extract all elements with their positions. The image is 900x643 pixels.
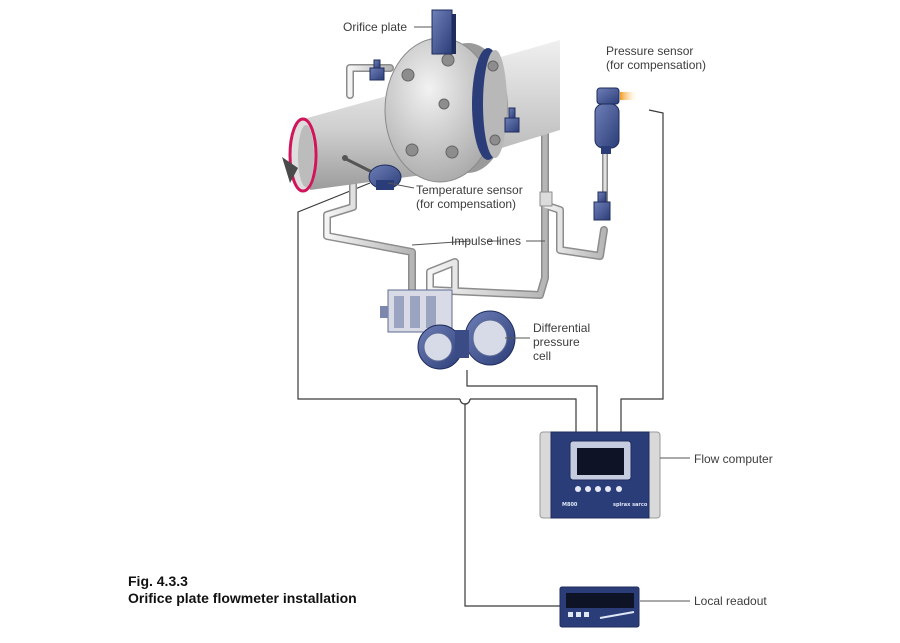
label-dp-cell: Differential pressure cell xyxy=(533,321,590,363)
figure-caption: Fig. 4.3.3 Orifice plate flowmeter insta… xyxy=(128,573,357,607)
label-local-readout: Local readout xyxy=(694,594,767,608)
flow-computer-brand: spirax sarco xyxy=(613,502,648,508)
label-orifice-plate: Orifice plate xyxy=(343,20,408,34)
pressure-sensor-icon xyxy=(594,87,638,154)
leader-lines xyxy=(387,26,690,602)
figure-number: Fig. 4.3.3 xyxy=(128,573,188,589)
wire-local-readout xyxy=(464,403,560,607)
label-pressure-sensor: Pressure sensor (for compensation) xyxy=(606,44,706,72)
temperature-sensor-icon xyxy=(342,155,402,190)
flange-bolts xyxy=(401,53,501,159)
label-dp-cell-line1: Differential xyxy=(533,321,591,335)
label-dp-cell-line2: pressure xyxy=(533,335,580,349)
label-pressure-sensor-line2: (for compensation) xyxy=(606,58,707,72)
label-impulse-lines: Impulse lines xyxy=(451,234,522,248)
wire-pressure-sensor xyxy=(620,109,664,432)
orifice-plate-tab xyxy=(431,9,456,55)
label-temperature-sensor-line1: Temperature sensor xyxy=(416,183,523,197)
orifice-flange xyxy=(384,37,508,183)
isolation-valves xyxy=(369,59,611,221)
local-readout-icon xyxy=(559,586,640,628)
label-pressure-sensor-line1: Pressure sensor xyxy=(606,44,694,58)
wire-temperature-sensor xyxy=(297,182,460,400)
figure-title: Orifice plate flowmeter installation xyxy=(128,590,357,606)
label-flow-computer: Flow computer xyxy=(694,452,773,466)
wire-dp-cell xyxy=(466,370,598,432)
signal-wires xyxy=(297,109,664,607)
label-temperature-sensor: Temperature sensor (for compensation) xyxy=(416,183,523,211)
dp-cell-icon xyxy=(380,289,516,370)
flow-direction-icon xyxy=(282,157,298,183)
flow-computer-model: M800 xyxy=(562,502,578,508)
flow-computer-icon: M800 spirax sarco xyxy=(539,431,661,519)
label-temperature-sensor-line2: (for compensation) xyxy=(416,197,517,211)
wire-crossover-hop xyxy=(459,398,471,405)
flow-computer-buttons xyxy=(575,486,622,492)
wire-temperature-to-computer xyxy=(470,398,577,432)
label-dp-cell-line3: cell xyxy=(533,349,552,363)
